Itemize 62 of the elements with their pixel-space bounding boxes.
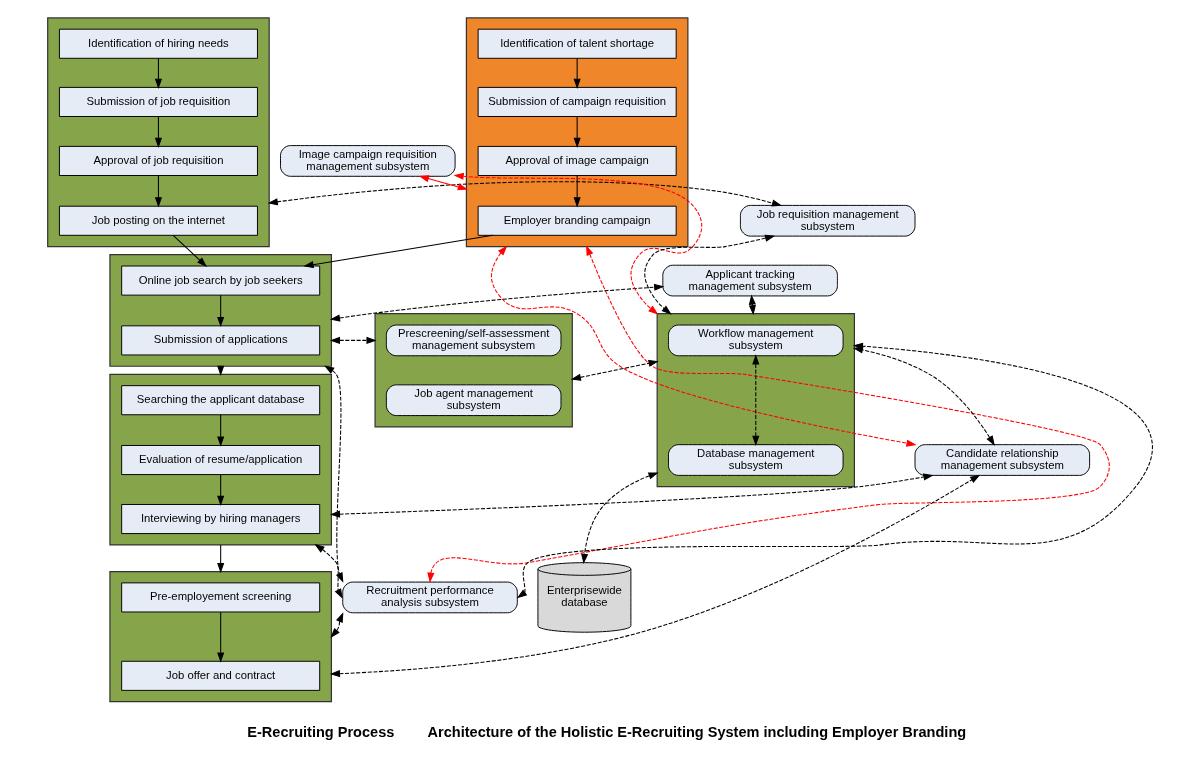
cluster (656, 313, 855, 488)
arrow (418, 175, 468, 191)
node-box: Identification of talent shortage (477, 28, 677, 59)
arrow (490, 245, 917, 447)
node-box: Identification of hiring needs (58, 28, 258, 59)
node-box: Searching the applicant database (121, 385, 321, 416)
arrow (573, 175, 581, 208)
node-box: Online job search by job seekers (121, 265, 321, 296)
arrow (217, 544, 225, 574)
cluster (374, 313, 573, 428)
arrow (154, 175, 162, 208)
arrow (644, 234, 776, 315)
node-box: Approval of job requisition (58, 145, 258, 176)
node-box: Evaluation of resume/application (121, 445, 321, 476)
arrow (516, 342, 1153, 599)
node-box: Job posting on the internet (58, 205, 258, 236)
node-box: Pre-employement screening (121, 582, 321, 613)
arrow (303, 234, 494, 269)
node-box: Employer branding campaign (477, 205, 677, 236)
arrow (573, 116, 581, 148)
node-box: Image campaign requisition management subsystem (280, 145, 456, 177)
cluster (465, 17, 689, 248)
arrow (752, 354, 760, 446)
node-box: Job requisition management subsystem (739, 204, 916, 237)
node-box: Recruitment performance analysis subsystem (342, 581, 518, 614)
arrow (570, 359, 659, 381)
node-box: Approval of image campaign (477, 145, 677, 176)
arrow (217, 414, 225, 447)
node-box: Submission of applications (121, 325, 321, 356)
arrow (330, 612, 344, 638)
arrow (324, 365, 344, 583)
label: E-Recruiting Process (247, 723, 395, 740)
node-box: Interviewing by hiring managers (121, 504, 321, 535)
node-box: Database management subsystem (668, 444, 844, 476)
arrow (329, 473, 934, 518)
arrow (453, 172, 703, 315)
node-box: Job offer and contract (121, 660, 321, 691)
arrow (267, 181, 783, 207)
arrow (217, 611, 225, 663)
arrow (217, 294, 225, 328)
arrow (154, 116, 162, 148)
arrow (314, 544, 343, 599)
cluster (109, 373, 332, 546)
node-box: Candidate relationship management subsystem (914, 444, 1091, 476)
node-box: Applicant tracking management subsystem (662, 264, 838, 297)
arrow (172, 234, 207, 267)
arrow (329, 283, 665, 322)
arrow (427, 245, 1110, 583)
arrow (329, 474, 981, 678)
node-box: Submission of job requisition (58, 86, 258, 117)
node-box: Prescreening/self-assessment management subsystem (385, 324, 562, 357)
arrow (217, 474, 225, 507)
cluster (109, 570, 332, 703)
label: Architecture of the Holistic E-Recruiting System including Employer Branding (427, 723, 967, 740)
arrow (329, 336, 377, 344)
node-box: Job agent management subsystem (385, 384, 562, 417)
node-box: Submission of campaign requisition (477, 86, 677, 117)
node-box: Workflow management subsystem (668, 324, 844, 357)
arrow (573, 58, 581, 89)
cluster (47, 17, 270, 248)
arrow (581, 472, 659, 565)
arrow (154, 58, 162, 89)
